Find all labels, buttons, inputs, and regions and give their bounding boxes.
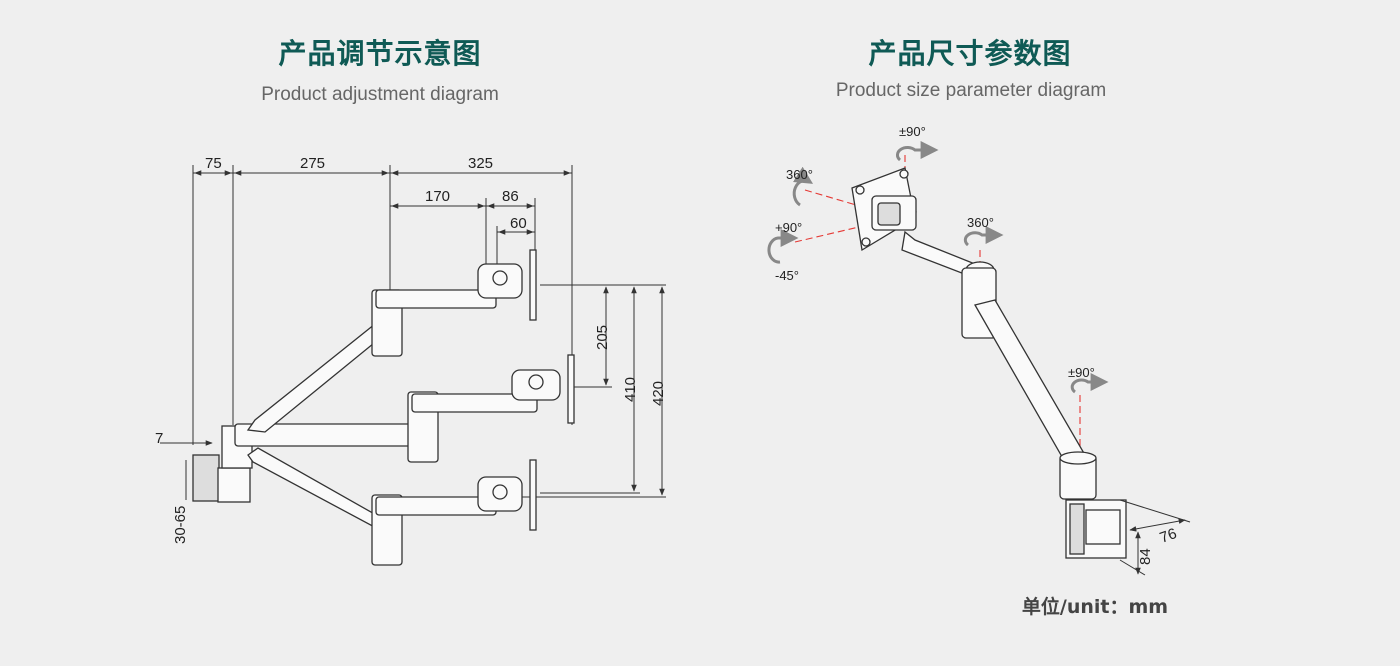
dim-75: 75 bbox=[205, 155, 222, 172]
size-parameter-diagram: ±90° 360° +90° -45° 360° ±90° 76 84 bbox=[767, 124, 1191, 576]
dim-410: 410 bbox=[622, 377, 639, 402]
angle-swivel-base: ±90° bbox=[1068, 365, 1095, 380]
left-panel-title: 产品调节示意图 bbox=[278, 37, 482, 70]
top-dimension-lines bbox=[192, 165, 573, 445]
dim-60: 60 bbox=[510, 215, 527, 232]
dim-84: 84 bbox=[1137, 548, 1154, 565]
dim-420: 420 bbox=[650, 381, 667, 406]
left-panel-subtitle: Product adjustment diagram bbox=[261, 84, 499, 105]
rotation-arrows bbox=[767, 141, 1109, 394]
vesa-plates bbox=[529, 249, 575, 531]
dim-7: 7 bbox=[155, 430, 163, 447]
right-panel-subtitle: Product size parameter diagram bbox=[835, 80, 1107, 101]
angle-tilt-up: +90° bbox=[775, 220, 802, 235]
dim-30-65: 30-65 bbox=[172, 506, 189, 544]
upper-arms bbox=[375, 289, 538, 516]
adjustment-diagram: 75 275 325 170 86 60 205 410 420 7 30-65 bbox=[155, 155, 667, 566]
tilt-heads bbox=[477, 263, 561, 512]
unit-label: 单位/unit：mm bbox=[1021, 596, 1169, 618]
tilt-head bbox=[871, 195, 917, 231]
lower-arm-right bbox=[974, 299, 1086, 463]
angle-swivel-mid: 360° bbox=[967, 215, 994, 230]
right-panel-title: 产品尺寸参数图 bbox=[868, 37, 1072, 70]
angle-rotate-left: 360° bbox=[786, 167, 813, 182]
dim-325: 325 bbox=[468, 155, 493, 172]
dim-86: 86 bbox=[502, 188, 519, 205]
angle-tilt-down: -45° bbox=[775, 268, 799, 283]
dim-205: 205 bbox=[594, 325, 611, 350]
clamp-dimension-lines bbox=[1119, 499, 1191, 576]
dim-275: 275 bbox=[300, 155, 325, 172]
angle-tilt-top: ±90° bbox=[899, 124, 926, 139]
dim-170: 170 bbox=[425, 188, 450, 205]
lower-arm bbox=[234, 319, 416, 531]
post-and-clamp bbox=[1059, 451, 1127, 559]
dim-76: 76 bbox=[1158, 525, 1179, 547]
